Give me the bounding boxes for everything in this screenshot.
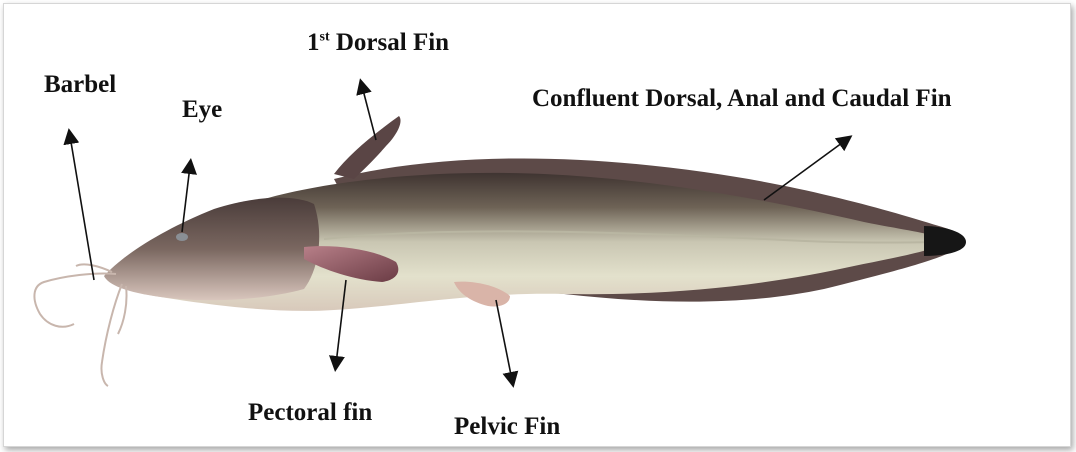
barbel-2 — [101, 284, 122, 386]
label-pelvic-fin: Pelvic Fin — [454, 414, 560, 439]
label-pectoral-fin: Pectoral fin — [248, 400, 372, 425]
arrow-barbel — [70, 136, 94, 280]
fish-eye — [176, 233, 188, 241]
label-first-dorsal-fin-num: 1 — [307, 29, 320, 56]
label-barbel: Barbel — [44, 72, 116, 97]
catfish-illustration — [4, 4, 1070, 446]
fish-head — [104, 198, 319, 301]
barbel-1 — [34, 273, 116, 326]
label-first-dorsal-fin: 1st Dorsal Fin — [307, 30, 449, 55]
arrow-pelvic — [496, 300, 512, 380]
label-eye: Eye — [182, 97, 222, 122]
barbel-3 — [76, 264, 112, 272]
arrow-dorsal — [362, 86, 376, 140]
label-first-dorsal-fin-text: Dorsal Fin — [330, 29, 449, 56]
figure-frame: 1st Dorsal Fin Barbel Eye Confluent Dors… — [3, 3, 1071, 447]
label-first-dorsal-fin-sup: st — [320, 30, 330, 45]
caudal-tip — [924, 226, 966, 256]
label-confluent-fin: Confluent Dorsal, Anal and Caudal Fin — [532, 86, 952, 111]
